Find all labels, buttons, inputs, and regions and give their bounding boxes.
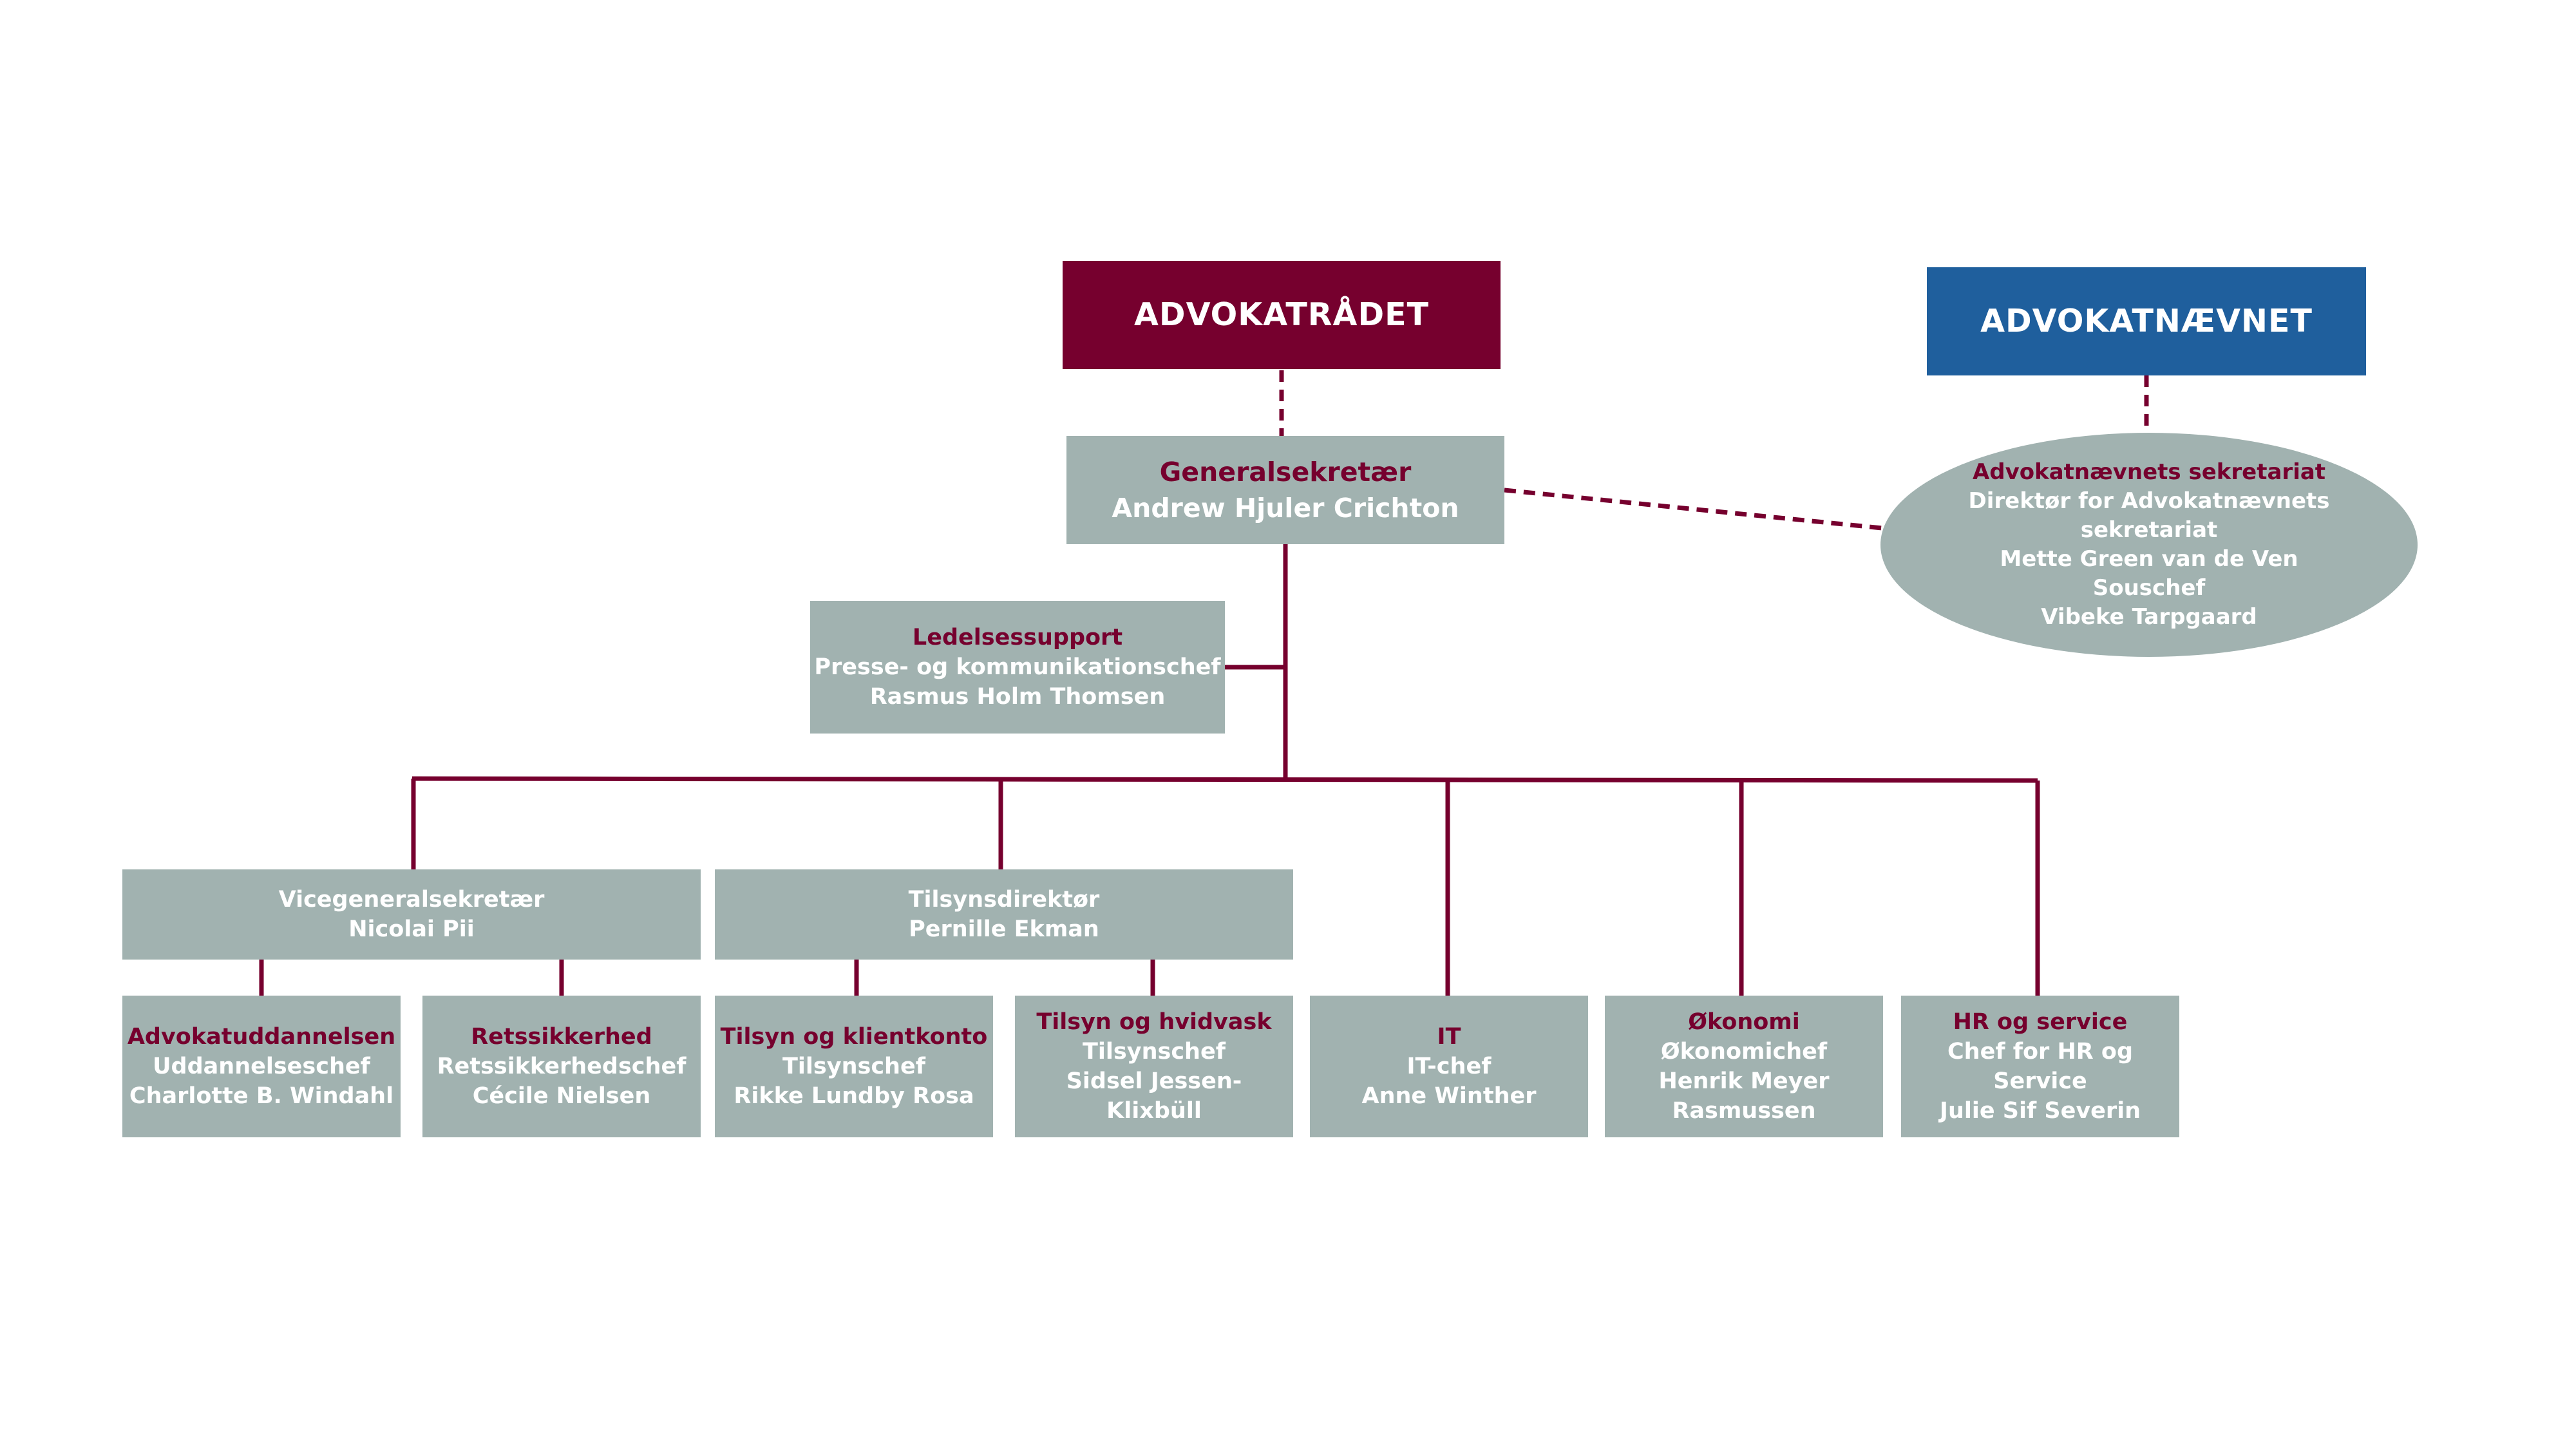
unit-line: Rasmussen: [1672, 1098, 1816, 1124]
tilsynsdirektoer-box: Tilsynsdirektør Pernille Ekman: [715, 869, 1293, 960]
generalsekretaer-name: Andrew Hjuler Crichton: [1112, 493, 1459, 524]
hr-service-box: HR og service Chef for HR og Service Jul…: [1901, 996, 2179, 1137]
unit-line: Tilsynschef: [782, 1054, 925, 1079]
generalsekretaer-box: Generalsekretær Andrew Hjuler Crichton: [1066, 436, 1504, 544]
unit-line: Chef for HR og: [1947, 1039, 2133, 1065]
advokatraadet-label: ADVOKATRÅDET: [1133, 296, 1430, 333]
advokatnaevnet-box: ADVOKATNÆVNET: [1927, 267, 2366, 375]
unit-line: Økonomichef: [1660, 1039, 1828, 1065]
unit-title: Retssikkerhed: [471, 1024, 652, 1050]
unit-line: Tilsynschef: [1083, 1039, 1226, 1065]
unit-title: HR og service: [1953, 1009, 2128, 1035]
unit-line: Henrik Meyer: [1658, 1068, 1830, 1094]
ledelsessupport-box: Ledelsessupport Presse- og kommunikation…: [810, 601, 1225, 734]
sekretariat-line: sekretariat: [2080, 517, 2218, 543]
unit-line: Julie Sif Severin: [1939, 1098, 2141, 1124]
unit-title: Advokatuddannelsen: [127, 1024, 396, 1050]
unit-line: Cécile Nielsen: [472, 1083, 651, 1109]
general-to-secretariat-connector: [1504, 488, 1882, 531]
unit-title: Tilsyn og hvidvask: [1036, 1009, 1272, 1035]
tilsynsdirektoer-line: Tilsynsdirektør: [908, 887, 1100, 913]
tilsyn-hvidvask-box: Tilsyn og hvidvask Tilsynschef Sidsel Je…: [1015, 996, 1293, 1137]
sekretariat-title: Advokatnævnets sekretariat: [1972, 459, 2326, 485]
advokatuddannelsen-box: Advokatuddannelsen Uddannelseschef Charl…: [122, 996, 401, 1137]
sekretariat-line: Vibeke Tarpgaard: [2041, 604, 2257, 630]
unit-line: Sidsel Jessen-: [1066, 1068, 1242, 1094]
sekretariat-ellipse: Advokatnævnets sekretariat Direktør for …: [1880, 433, 2418, 657]
unit-line: Klixbüll: [1106, 1098, 1202, 1124]
unit-title: IT: [1437, 1024, 1461, 1050]
tilsynsdirektoer-line: Pernille Ekman: [909, 916, 1099, 942]
unit-title: Økonomi: [1688, 1009, 1800, 1035]
tilsyn-klientkonto-box: Tilsyn og klientkonto Tilsynschef Rikke …: [715, 996, 993, 1137]
unit-line: Anne Winther: [1361, 1083, 1537, 1109]
unit-line: IT-chef: [1406, 1054, 1492, 1079]
retssikkerhed-box: Retssikkerhed Retssikkerhedschef Cécile …: [422, 996, 701, 1137]
vicegeneralsekretaer-box: Vicegeneralsekretær Nicolai Pii: [122, 869, 701, 960]
advokatnaevnet-label: ADVOKATNÆVNET: [1980, 303, 2313, 339]
it-box: IT IT-chef Anne Winther: [1310, 996, 1588, 1137]
vicegeneralsekretaer-line: Vicegeneralsekretær: [278, 887, 545, 913]
ledelsessupport-line: Rasmus Holm Thomsen: [869, 684, 1166, 710]
ledelsessupport-title: Ledelsessupport: [912, 625, 1123, 650]
unit-line: Retssikkerhedschef: [437, 1054, 687, 1079]
sekretariat-line: Direktør for Advokatnævnets: [1968, 488, 2330, 514]
vicegeneralsekretaer-line: Nicolai Pii: [348, 916, 475, 942]
unit-line: Uddannelseschef: [153, 1054, 370, 1079]
unit-line: Charlotte B. Windahl: [129, 1083, 394, 1109]
sekretariat-line: Souschef: [2092, 575, 2206, 601]
ledelsessupport-line: Presse- og kommunikationschef: [814, 654, 1221, 680]
unit-line: Rikke Lundby Rosa: [734, 1083, 974, 1109]
advokatraadet-box: ADVOKATRÅDET: [1063, 261, 1501, 369]
unit-title: Tilsyn og klientkonto: [720, 1024, 988, 1050]
sekretariat-line: Mette Green van de Ven: [2000, 546, 2298, 572]
generalsekretaer-title: Generalsekretær: [1159, 457, 1412, 488]
oekonomi-box: Økonomi Økonomichef Henrik Meyer Rasmuss…: [1605, 996, 1883, 1137]
horizontal-bus-connector: [412, 776, 2038, 783]
unit-line: Service: [1993, 1068, 2087, 1094]
